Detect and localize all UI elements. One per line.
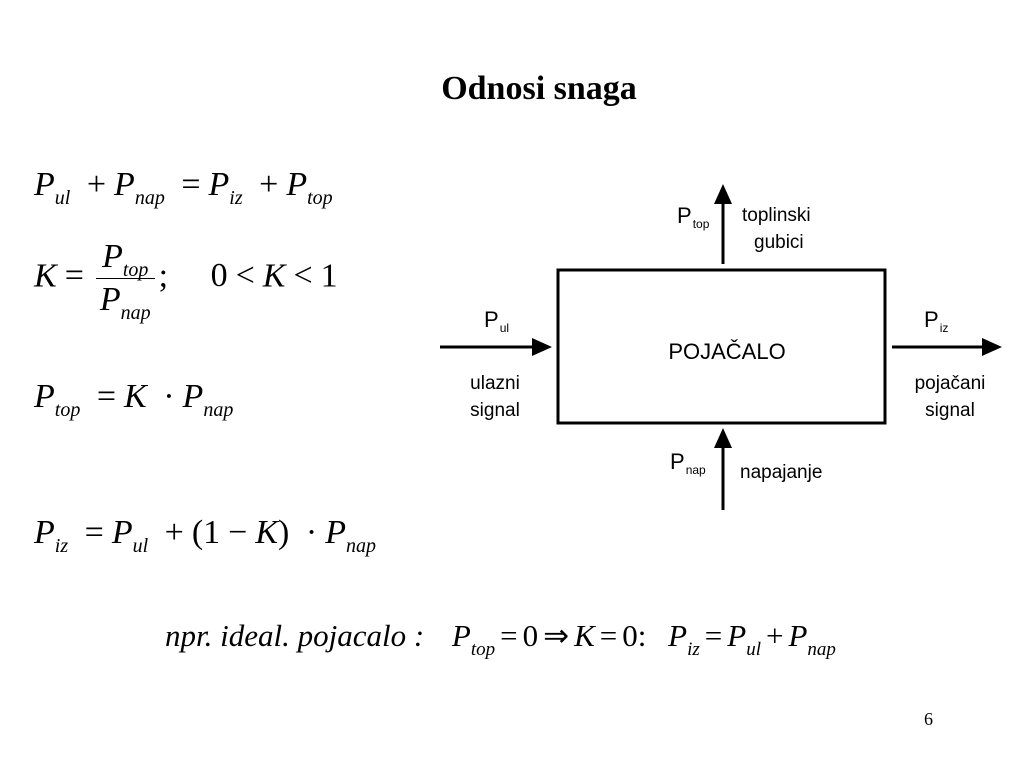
- heat-loss-arrowhead: [714, 184, 732, 204]
- heat-loss-label-line2: gubici: [754, 232, 804, 253]
- amplifier-block-label: POJAČALO: [668, 339, 785, 364]
- supply-label: napajanje: [740, 462, 822, 483]
- heat-loss-symbol: Ptop: [677, 203, 710, 231]
- example-ideal-amplifier: npr. ideal. pojacalo : Ptop=0⇒K=0: Piz=P…: [165, 618, 836, 660]
- amplifier-block: [556, 268, 887, 425]
- equation-power-balance: Pul +Pnap =Piz +Ptop: [34, 166, 333, 209]
- slide-title: Odnosi snaga: [441, 70, 637, 107]
- equation-output-power: Piz =Pul +(1−K) ·Pnap: [34, 514, 376, 557]
- output-signal-arrowhead: [982, 338, 1002, 356]
- page-number: 6: [924, 709, 933, 729]
- input-signal-label-line1: ulazni: [470, 373, 520, 394]
- input-signal-arrowhead: [532, 338, 552, 356]
- supply-arrowhead: [714, 428, 732, 448]
- input-signal-symbol: Pul: [484, 307, 509, 335]
- output-signal-label-line1: pojačani: [915, 373, 986, 394]
- heat-loss-label-line1: toplinski: [742, 205, 811, 226]
- output-signal-symbol: Piz: [924, 307, 948, 335]
- supply-symbol: Pnap: [670, 449, 706, 477]
- output-signal-label-line2: signal: [925, 400, 975, 421]
- input-signal-label-line2: signal: [470, 400, 520, 421]
- equation-heat-loss: Ptop =K ·Pnap: [34, 378, 234, 421]
